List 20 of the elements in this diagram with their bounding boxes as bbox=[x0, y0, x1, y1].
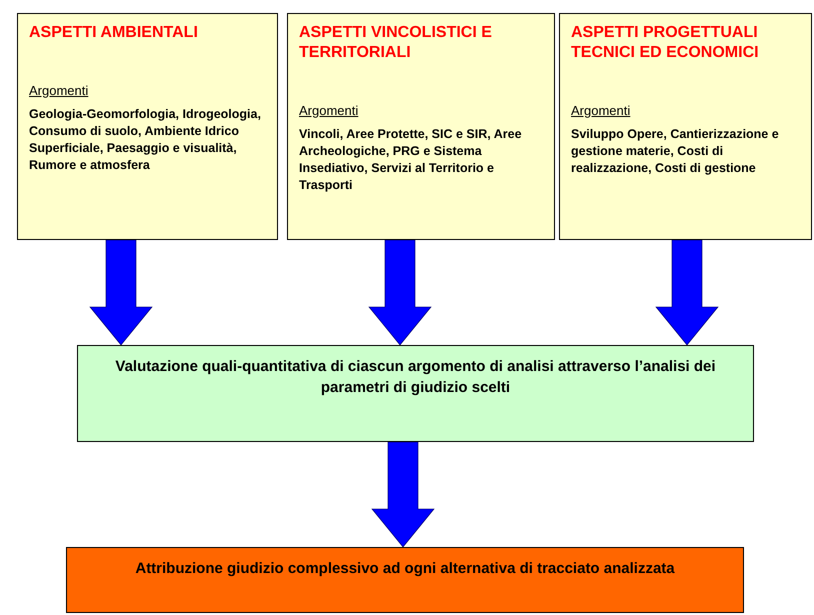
section-label: Argomenti bbox=[29, 83, 90, 98]
category-box bbox=[17, 13, 278, 240]
block-arrow bbox=[368, 240, 432, 346]
process-box bbox=[66, 547, 744, 613]
process-box bbox=[77, 345, 754, 442]
category-box bbox=[287, 13, 555, 240]
category-box bbox=[559, 13, 812, 240]
category-heading: ASPETTI VINCOLISTICI E TERRITORIALI bbox=[299, 23, 493, 63]
topic-list: Geologia-Geomorfologia, Idrogeologia, Consumo di suolo, Ambiente Idrico Superficiale, Paesaggio e visualità, Rumore e atmosfera bbox=[29, 106, 267, 174]
block-arrow bbox=[371, 442, 435, 548]
category-heading: ASPETTI AMBIENTALI bbox=[29, 23, 199, 43]
process-text: Valutazione quali-quantitativa di ciascun argomento di analisi attraverso l’analisi dei parametri di giudizio scelti bbox=[114, 357, 717, 398]
process-text: Attribuzione giudizio complessivo ad ogni alternativa di tracciato analizzata bbox=[134, 559, 676, 579]
block-arrow bbox=[89, 240, 153, 346]
block-arrow bbox=[655, 240, 719, 346]
topic-list: Sviluppo Opere, Cantierizzazione e gestione materie, Costi di realizzazione, Costi di gestione bbox=[571, 126, 801, 177]
section-label: Argomenti bbox=[571, 103, 632, 118]
category-heading: ASPETTI PROGETTUALI TECNICI ED ECONOMICI bbox=[571, 23, 760, 63]
topic-list: Vincoli, Aree Protette, SIC e SIR, Aree Archeologiche, PRG e Sistema Insediativo, Servizi al Territorio e Trasporti bbox=[299, 126, 544, 194]
section-label: Argomenti bbox=[299, 103, 360, 118]
